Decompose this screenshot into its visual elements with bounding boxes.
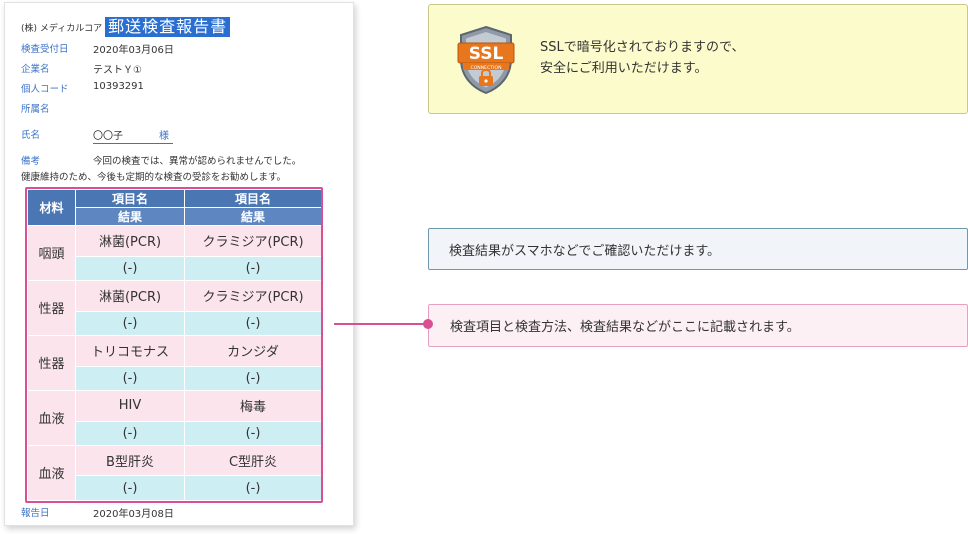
item-cell: C型肝炎	[184, 444, 321, 477]
ssl-badge-subtext: CONNECTION	[470, 65, 501, 71]
result-cell: (-)	[184, 255, 321, 281]
table-row: 血液 B型肝炎 C型肝炎	[27, 444, 321, 501]
result-cell: (-)	[184, 365, 321, 391]
item-header-2: 項目名	[184, 189, 321, 208]
table-row: 性器 淋菌(PCR) クラミジア(PCR)	[27, 279, 321, 336]
ssl-message-line-1: SSLで暗号化されておりますので、	[540, 40, 745, 55]
results-table: 材料 項目名 項目名 結果 結果 咽頭 淋菌(PCR) クラミジア(PCR) (…	[27, 189, 321, 501]
table-header-row: 材料 項目名 項目名	[27, 189, 321, 226]
material-header: 材料	[27, 189, 76, 226]
report-header: (株) メディカルコア 郵送検査報告書	[21, 17, 231, 37]
item-cell: B型肝炎	[75, 444, 185, 477]
material-cell: 咽頭	[27, 225, 76, 281]
table-info-text: 検査項目と検査方法、検査結果などがここに記載されます。	[450, 320, 800, 335]
result-cell: (-)	[75, 365, 185, 391]
personal-code-row: 個人コード 10393291	[21, 81, 144, 95]
department-row: 所属名	[21, 101, 93, 115]
result-header-2: 結果	[184, 207, 321, 226]
callout-connector-dot	[423, 319, 433, 329]
ssl-message-line-2: 安全にご利用いただけます。	[540, 61, 708, 76]
table-info-callout: 検査項目と検査方法、検査結果などがここに記載されます。	[428, 304, 968, 347]
remarks-line-1: 今回の検査では、異常が認められませんでした。	[93, 156, 302, 167]
item-cell: 淋菌(PCR)	[75, 225, 185, 257]
reception-date-label: 検査受付日	[21, 44, 69, 55]
table-row: 血液 HIV 梅毒	[27, 389, 321, 446]
result-header-1: 結果	[75, 207, 185, 226]
company-label: 企業名	[21, 64, 50, 75]
item-cell: HIV	[75, 389, 185, 422]
result-cell: (-)	[75, 475, 185, 501]
remarks-line-2: 健康維持のため、今後も定期的な検査の受診をお勧めします。	[21, 172, 287, 183]
item-header-1: 項目名	[75, 189, 185, 208]
table-row: 咽頭 淋菌(PCR) クラミジア(PCR)	[27, 225, 321, 281]
result-cell: (-)	[184, 475, 321, 501]
personal-code-label: 個人コード	[21, 84, 69, 95]
table-row: (-) (-)	[28, 420, 321, 446]
ssl-shield-icon: SSL CONNECTION	[457, 25, 515, 95]
item-cell: 淋菌(PCR)	[75, 279, 185, 312]
report-date-value: 2020年03月08日	[93, 509, 174, 520]
reception-date-value: 2020年03月06日	[93, 45, 174, 56]
result-cell: (-)	[75, 310, 185, 336]
report-document: (株) メディカルコア 郵送検査報告書 検査受付日 2020年03月06日 企業…	[4, 2, 354, 526]
item-cell: トリコモナス	[75, 334, 185, 367]
table-row: (-) (-)	[28, 365, 321, 391]
report-title: 郵送検査報告書	[105, 17, 231, 37]
personal-code-value: 10393291	[93, 81, 144, 92]
material-cell: 性器	[27, 334, 76, 391]
department-label: 所属名	[21, 104, 50, 115]
name-label: 氏名	[21, 130, 41, 141]
table-subheader-row: 結果 結果	[28, 207, 321, 226]
callout-connector-line	[334, 323, 428, 325]
company-name: (株) メディカルコア	[21, 23, 103, 34]
result-cell: (-)	[75, 255, 185, 281]
name-row: 氏名 〇〇子 様	[21, 127, 173, 144]
material-cell: 血液	[27, 444, 76, 501]
table-row: 性器 トリコモナス カンジダ	[27, 334, 321, 391]
results-table-highlight: 材料 項目名 項目名 結果 結果 咽頭 淋菌(PCR) クラミジア(PCR) (…	[25, 187, 323, 503]
smartphone-info-callout: 検査結果がスマホなどでご確認いただけます。	[428, 228, 968, 270]
smartphone-info-text: 検査結果がスマホなどでご確認いただけます。	[449, 243, 721, 259]
report-date-row: 報告日 2020年03月08日	[21, 505, 174, 520]
ssl-badge-text: SSL	[469, 44, 504, 64]
item-cell: クラミジア(PCR)	[184, 225, 321, 257]
table-row: (-) (-)	[28, 310, 321, 336]
result-cell: (-)	[184, 420, 321, 446]
material-cell: 血液	[27, 389, 76, 446]
name-value: 〇〇子	[93, 127, 173, 144]
honorific: 様	[159, 131, 169, 142]
result-cell: (-)	[75, 420, 185, 446]
remarks-label: 備考	[21, 156, 41, 167]
remarks-row: 備考 今回の検査では、異常が認められませんでした。	[21, 153, 353, 167]
item-cell: 梅毒	[184, 389, 321, 422]
item-cell: カンジダ	[184, 334, 321, 367]
table-row: (-) (-)	[28, 255, 321, 281]
result-cell: (-)	[184, 310, 321, 336]
table-row: (-) (-)	[28, 475, 321, 501]
item-cell: クラミジア(PCR)	[184, 279, 321, 312]
material-cell: 性器	[27, 279, 76, 336]
company-row: 企業名 テストＹ①	[21, 61, 142, 76]
ssl-notice: SSL CONNECTION SSLで暗号化されておりますので、 安全にご利用い…	[428, 4, 968, 114]
report-date-label: 報告日	[21, 508, 50, 519]
company-value: テストＹ①	[93, 65, 142, 76]
ssl-message: SSLで暗号化されておりますので、 安全にご利用いただけます。	[540, 37, 744, 79]
reception-date-row: 検査受付日 2020年03月06日	[21, 41, 174, 56]
